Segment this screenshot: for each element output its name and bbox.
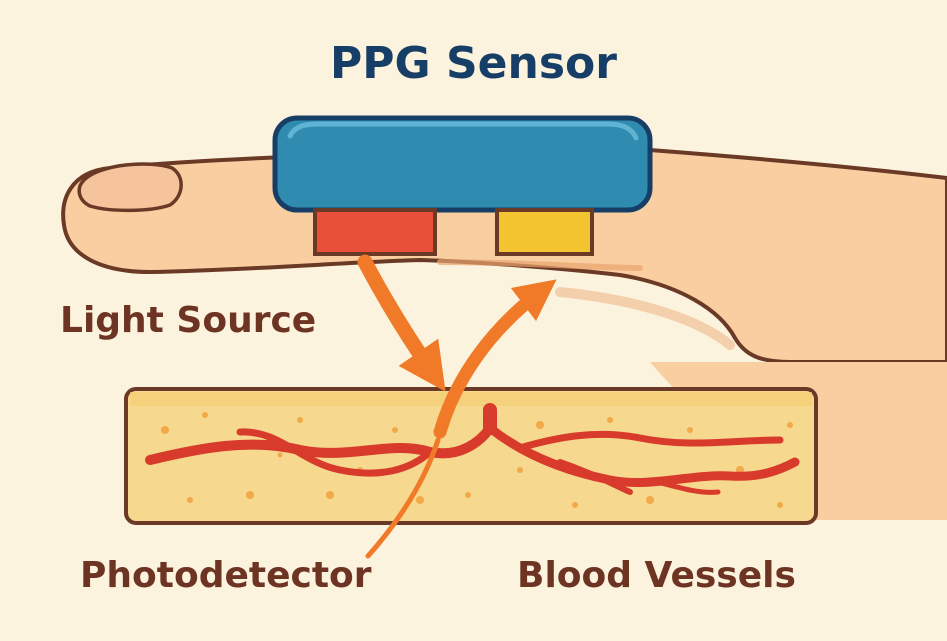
light-paths bbox=[357, 254, 557, 559]
reflected-light-arrow bbox=[433, 279, 557, 439]
photodetector-leader-line bbox=[365, 437, 441, 559]
ppg-sensor bbox=[272, 115, 653, 256]
diagram-title: PPG Sensor bbox=[330, 38, 617, 89]
incident-light-arrow bbox=[357, 254, 446, 392]
blood-vessels bbox=[145, 403, 800, 495]
photodetector-label: Photodetector bbox=[80, 555, 372, 596]
blood-vessels-label: Blood Vessels bbox=[517, 555, 796, 596]
fingernail bbox=[77, 162, 183, 213]
tissue-cross-section bbox=[124, 387, 818, 525]
sensor-body bbox=[272, 115, 653, 213]
photodetector-element bbox=[495, 208, 594, 256]
light-source-label: Light Source bbox=[60, 300, 317, 341]
light-emitter bbox=[313, 208, 437, 256]
